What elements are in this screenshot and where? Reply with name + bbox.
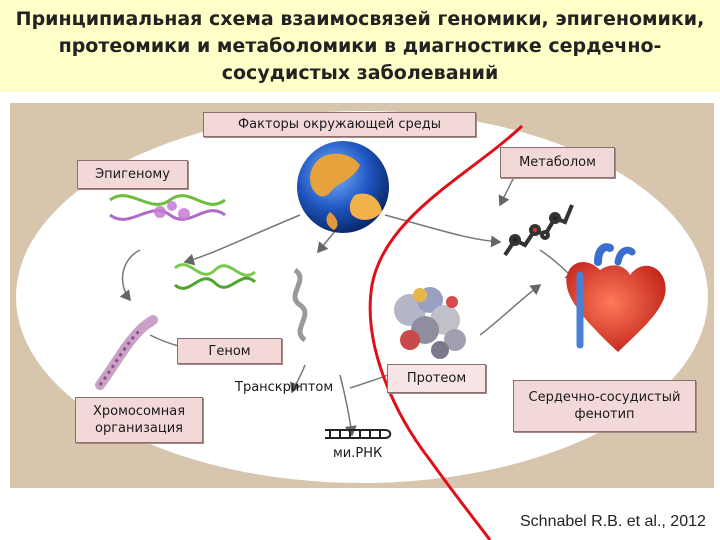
molecule-icon — [503, 204, 574, 257]
chromosome-icon — [95, 315, 158, 390]
label-transcriptome: Транскриптом — [235, 380, 334, 395]
arrow-env-epigenome — [183, 214, 301, 266]
label-mirna: ми.РНК — [333, 446, 383, 461]
diagram-title: Принципиальная схема взаимосвязей геноми… — [15, 7, 705, 84]
title-banner: Принципиальная схема взаимосвязей геноми… — [0, 0, 720, 92]
label-genome-text: Геном — [208, 343, 251, 359]
label-genome: Геном — [177, 338, 282, 364]
dna-grey-icon — [292, 267, 308, 343]
label-proteome-text: Протеом — [406, 371, 467, 386]
dna-helix-icon — [109, 194, 257, 290]
label-phenotype: Сердечно-сосудистый фенотип — [513, 380, 696, 432]
label-metabolome: Метаболом — [500, 147, 615, 178]
rna-icon — [325, 429, 392, 439]
protein-icon — [394, 287, 466, 359]
citation: Schnabel R.B. et al., 2012 — [520, 513, 706, 530]
label-chromatin-text: Хромосомная организация — [92, 404, 186, 436]
histone-icon — [154, 201, 190, 220]
heart-icon — [566, 243, 666, 352]
label-metabolome-text: Метаболом — [519, 155, 596, 170]
label-chromatin: Хромосомная организация — [75, 397, 203, 443]
label-phenotype-text: Сердечно-сосудистый фенотип — [528, 390, 681, 422]
label-epigenome: Эпигеному — [77, 160, 188, 189]
arrow-transcript-mirna — [339, 374, 357, 437]
label-epigenome-text: Эпигеному — [95, 167, 170, 182]
globe-icon — [297, 141, 389, 233]
arrow-proteome-heart — [479, 284, 542, 336]
red-divider-curve — [368, 124, 524, 540]
arrow-epi-chrom — [119, 249, 141, 302]
label-environment: Факторы окружающей среды — [203, 112, 476, 137]
arrow-genome-transcript — [290, 364, 306, 394]
label-proteome: Протеом — [387, 364, 486, 393]
label-environment-text: Факторы окружающей среды — [237, 117, 442, 132]
arrow-env-metabolome — [384, 214, 502, 248]
